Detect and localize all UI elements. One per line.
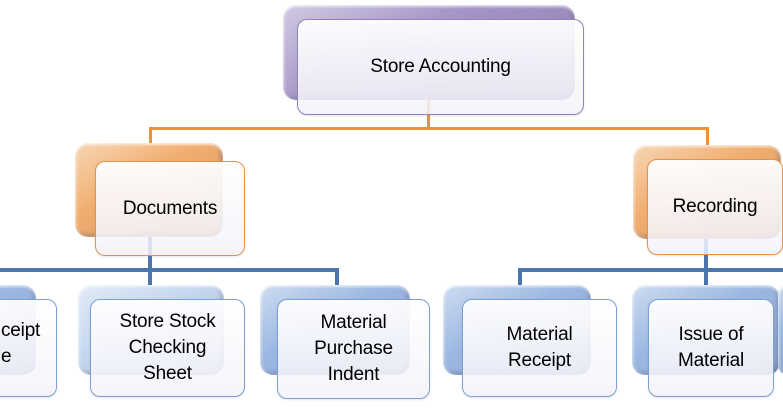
- connector-documents-drop: [149, 127, 152, 147]
- card-shadow-partial-right: [778, 285, 783, 375]
- card-documents: Documents: [95, 161, 245, 256]
- card-store-accounting: Store Accounting: [297, 19, 584, 115]
- card-partial-left: ceipt e: [0, 299, 57, 397]
- connector-documents-bar: [0, 268, 339, 272]
- node-label-store-accounting: Store Accounting: [370, 56, 511, 77]
- card-recording: Recording: [647, 159, 783, 255]
- node-label-material-receipt: Material Receipt: [506, 324, 573, 371]
- connector-level1-bar: [149, 127, 709, 130]
- node-label-store-stock: Store Stock Checking Sheet: [119, 311, 216, 384]
- node-label-partial-left: ceipt e: [1, 320, 41, 367]
- node-label-recording: Recording: [672, 196, 758, 217]
- card-material-purchase: Material Purchase Indent: [277, 299, 430, 399]
- card-material-receipt: Material Receipt: [462, 299, 617, 397]
- card-issue-of-material: Issue of Material: [648, 299, 774, 397]
- node-label-material-purchase: Material Purchase Indent: [314, 312, 393, 385]
- node-label-documents: Documents: [122, 197, 218, 219]
- card-store-stock: Store Stock Checking Sheet: [90, 299, 245, 397]
- connector-material-receipt-drop: [518, 268, 522, 287]
- connector-material-purchase-drop: [335, 268, 339, 288]
- connector-recording-bar: [518, 268, 783, 272]
- node-label-issue-of-material: Issue of Material: [678, 324, 744, 371]
- connector-recording-drop: [706, 127, 709, 149]
